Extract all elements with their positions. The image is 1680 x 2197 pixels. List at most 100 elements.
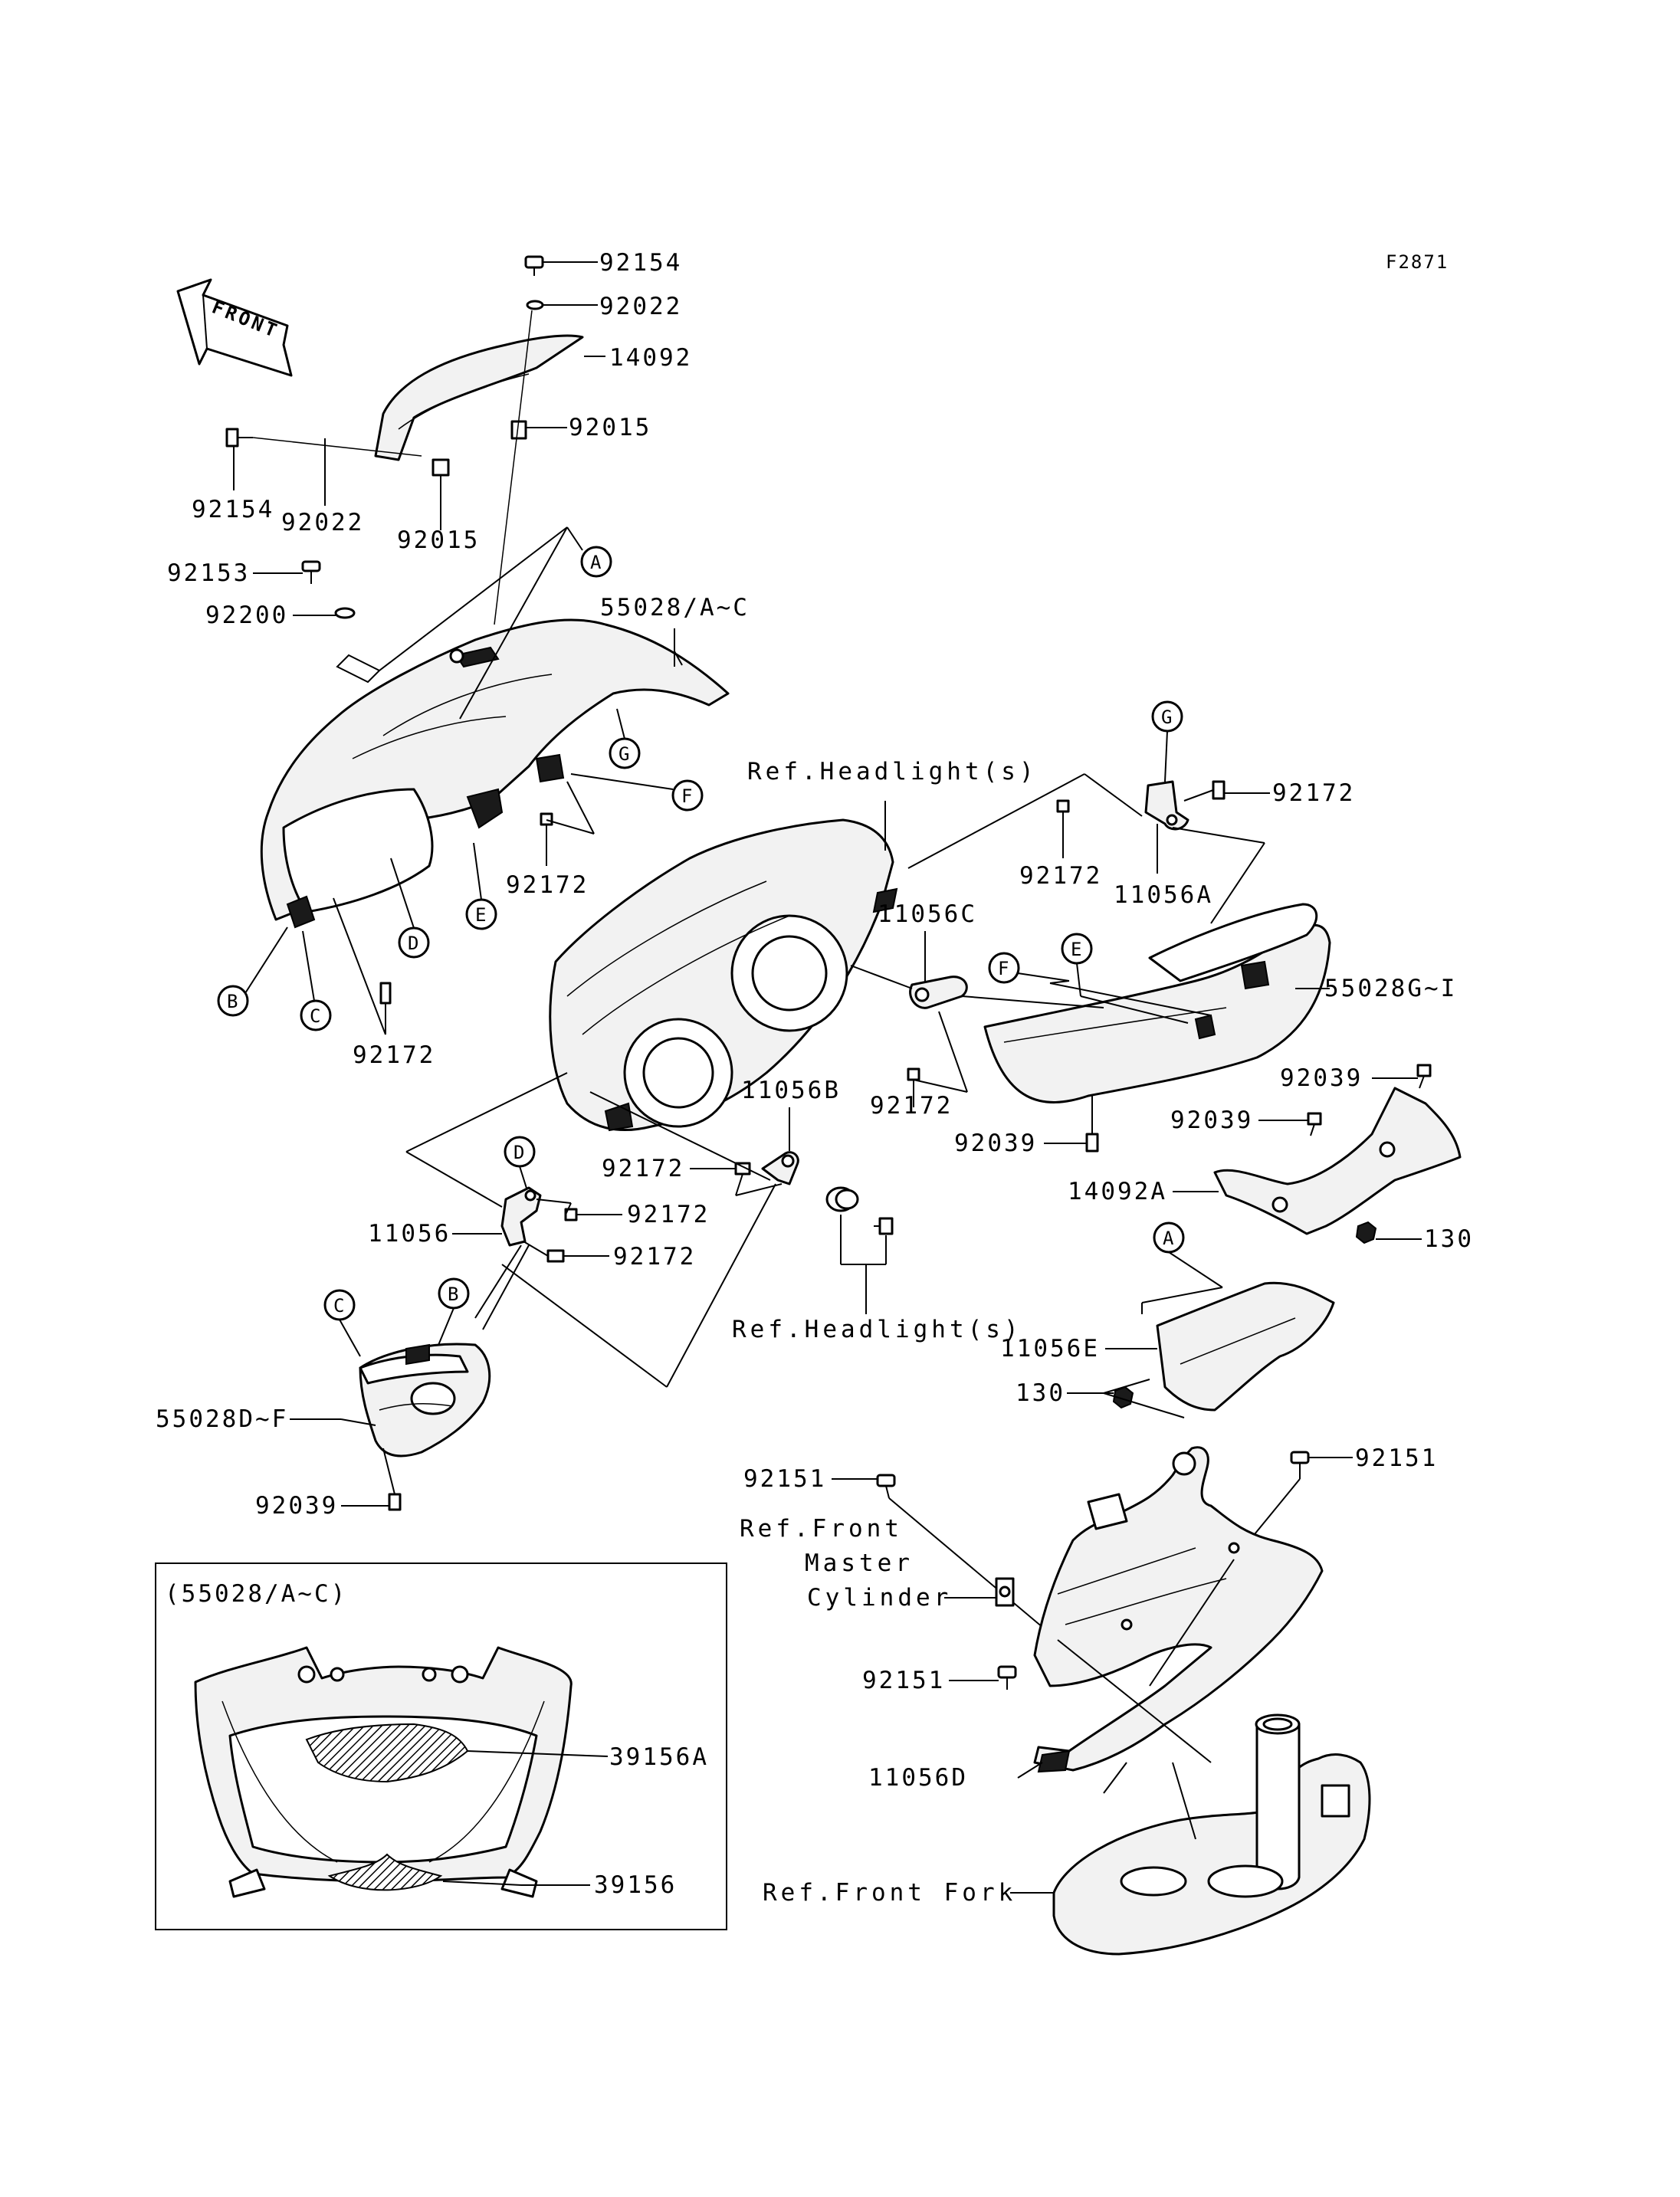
master-cylinder-clamp-icon xyxy=(995,1577,1015,1607)
label-ref-headlight-bottom: Ref.Headlight(s) xyxy=(732,1316,1022,1343)
marker-A-top: A xyxy=(580,546,612,578)
nut-130-a-icon xyxy=(1355,1221,1377,1244)
label-55028DF: 55028D~F xyxy=(156,1405,288,1433)
part-55028-upper-cowl xyxy=(260,618,730,921)
svg-text:G: G xyxy=(1161,707,1172,728)
label-39156: 39156 xyxy=(594,1871,677,1899)
part-55028GI-side-panel xyxy=(983,923,1331,1103)
screw-92151-b-icon xyxy=(876,1474,896,1499)
screw-headlight-mount-icon xyxy=(874,1217,894,1235)
marker-D-top: D xyxy=(398,926,430,959)
marker-B-left: B xyxy=(438,1277,470,1310)
label-11056E: 11056E xyxy=(1000,1335,1100,1362)
label-11056B: 11056B xyxy=(741,1077,841,1104)
label-92172-d: 92172 xyxy=(1019,862,1102,890)
washer-92200-icon xyxy=(334,607,356,619)
label-92172-e: 92172 xyxy=(870,1092,953,1120)
svg-text:F: F xyxy=(681,785,692,807)
label-92200: 92200 xyxy=(205,602,288,629)
label-92172-b: 92172 xyxy=(353,1041,435,1069)
svg-text:A: A xyxy=(590,552,602,573)
marker-G-right: G xyxy=(1151,700,1183,733)
clip-92039-c-icon xyxy=(1085,1133,1099,1153)
label-92153: 92153 xyxy=(167,559,250,587)
marker-C-left: C xyxy=(323,1289,356,1321)
marker-B-top: B xyxy=(217,985,249,1017)
label-ref-master-line1: Ref.Front xyxy=(740,1515,903,1543)
label-ref-master-line2: Master xyxy=(805,1549,914,1577)
label-92022-left: 92022 xyxy=(281,509,364,536)
washer-92022-top-icon xyxy=(526,300,544,310)
label-92151-a: 92151 xyxy=(1355,1444,1438,1472)
marker-E-top: E xyxy=(465,898,497,930)
screw-92151-a-icon xyxy=(1290,1451,1310,1479)
svg-text:E: E xyxy=(1071,939,1081,960)
label-92151-b: 92151 xyxy=(743,1465,826,1493)
screw-92172-h2-icon xyxy=(546,1249,565,1263)
part-11056E-stay xyxy=(1156,1281,1335,1412)
label-11056A: 11056A xyxy=(1114,881,1213,909)
svg-text:C: C xyxy=(333,1295,344,1317)
screw-92172-lower-left-icon xyxy=(379,982,392,1005)
svg-text:B: B xyxy=(448,1284,458,1305)
label-92015-left: 92015 xyxy=(397,526,480,554)
label-14092A: 14092A xyxy=(1068,1178,1167,1205)
clip-92039-b-icon xyxy=(1307,1112,1322,1136)
marker-A-right: A xyxy=(1153,1221,1185,1254)
svg-text:B: B xyxy=(227,991,238,1012)
screw-92172-cowl-icon xyxy=(540,812,553,826)
label-130-a: 130 xyxy=(1424,1225,1474,1253)
marker-F-right: F xyxy=(988,952,1020,984)
part-14092-windshield xyxy=(374,334,584,461)
label-92172-h: 92172 xyxy=(613,1243,696,1271)
label-130-b: 130 xyxy=(1016,1379,1065,1407)
label-92172-f: 92172 xyxy=(602,1155,684,1182)
svg-text:F: F xyxy=(998,958,1009,979)
label-55028GI: 55028G~I xyxy=(1324,975,1457,1002)
svg-text:D: D xyxy=(408,933,418,954)
label-92154-top: 92154 xyxy=(599,249,682,277)
screw-92153-icon xyxy=(301,560,321,584)
screw-92154-left-icon xyxy=(225,428,253,448)
svg-text:G: G xyxy=(619,743,629,765)
label-11056D: 11056D xyxy=(868,1764,968,1792)
svg-text:C: C xyxy=(310,1005,320,1027)
label-92172-g: 92172 xyxy=(627,1201,710,1228)
inset-title: (55028/A~C) xyxy=(165,1580,347,1608)
clip-92039-a-icon xyxy=(1416,1064,1432,1089)
marker-C-top: C xyxy=(300,999,332,1031)
screw-92151-c-icon xyxy=(997,1665,1017,1690)
part-14092A-duct xyxy=(1213,1087,1462,1235)
label-39156A: 39156A xyxy=(609,1743,709,1771)
label-92039-d: 92039 xyxy=(255,1492,338,1520)
inset-hatched-panel-39156 xyxy=(327,1853,443,1891)
label-92039-c: 92039 xyxy=(954,1130,1037,1157)
screw-92172-g-icon xyxy=(1212,780,1226,800)
grommet-headlight-mount-icon xyxy=(825,1186,859,1212)
label-11056: 11056 xyxy=(368,1220,451,1248)
part-11056D-main-stay xyxy=(1033,1446,1324,1772)
svg-text:D: D xyxy=(514,1142,524,1163)
label-ref-master-line3: Cylinder xyxy=(807,1584,952,1612)
label-92039-a: 92039 xyxy=(1280,1064,1363,1092)
label-92172-a: 92172 xyxy=(506,871,589,899)
label-11056C: 11056C xyxy=(878,900,977,928)
label-92039-b: 92039 xyxy=(1170,1107,1253,1134)
screw-92172-i-icon xyxy=(907,1067,920,1081)
label-92172-c: 92172 xyxy=(1272,779,1355,807)
clip-92039-d-icon xyxy=(388,1493,402,1511)
svg-text:A: A xyxy=(1163,1228,1174,1249)
label-92151-c: 92151 xyxy=(862,1667,945,1694)
marker-D-left: D xyxy=(504,1136,536,1168)
marker-F-top: F xyxy=(671,779,704,812)
figure-code: F2871 xyxy=(1386,251,1449,273)
label-92154-left: 92154 xyxy=(192,496,274,523)
grommet-92015-left-icon xyxy=(431,458,450,477)
front-arrow-icon: FRONT xyxy=(176,278,293,377)
label-55028AC: 55028/A~C xyxy=(600,594,750,621)
marker-G-top: G xyxy=(609,737,641,769)
label-14092: 14092 xyxy=(609,344,692,372)
label-ref-front-fork: Ref.Front Fork xyxy=(763,1879,1016,1907)
label-ref-headlight-top: Ref.Headlight(s) xyxy=(747,758,1038,785)
